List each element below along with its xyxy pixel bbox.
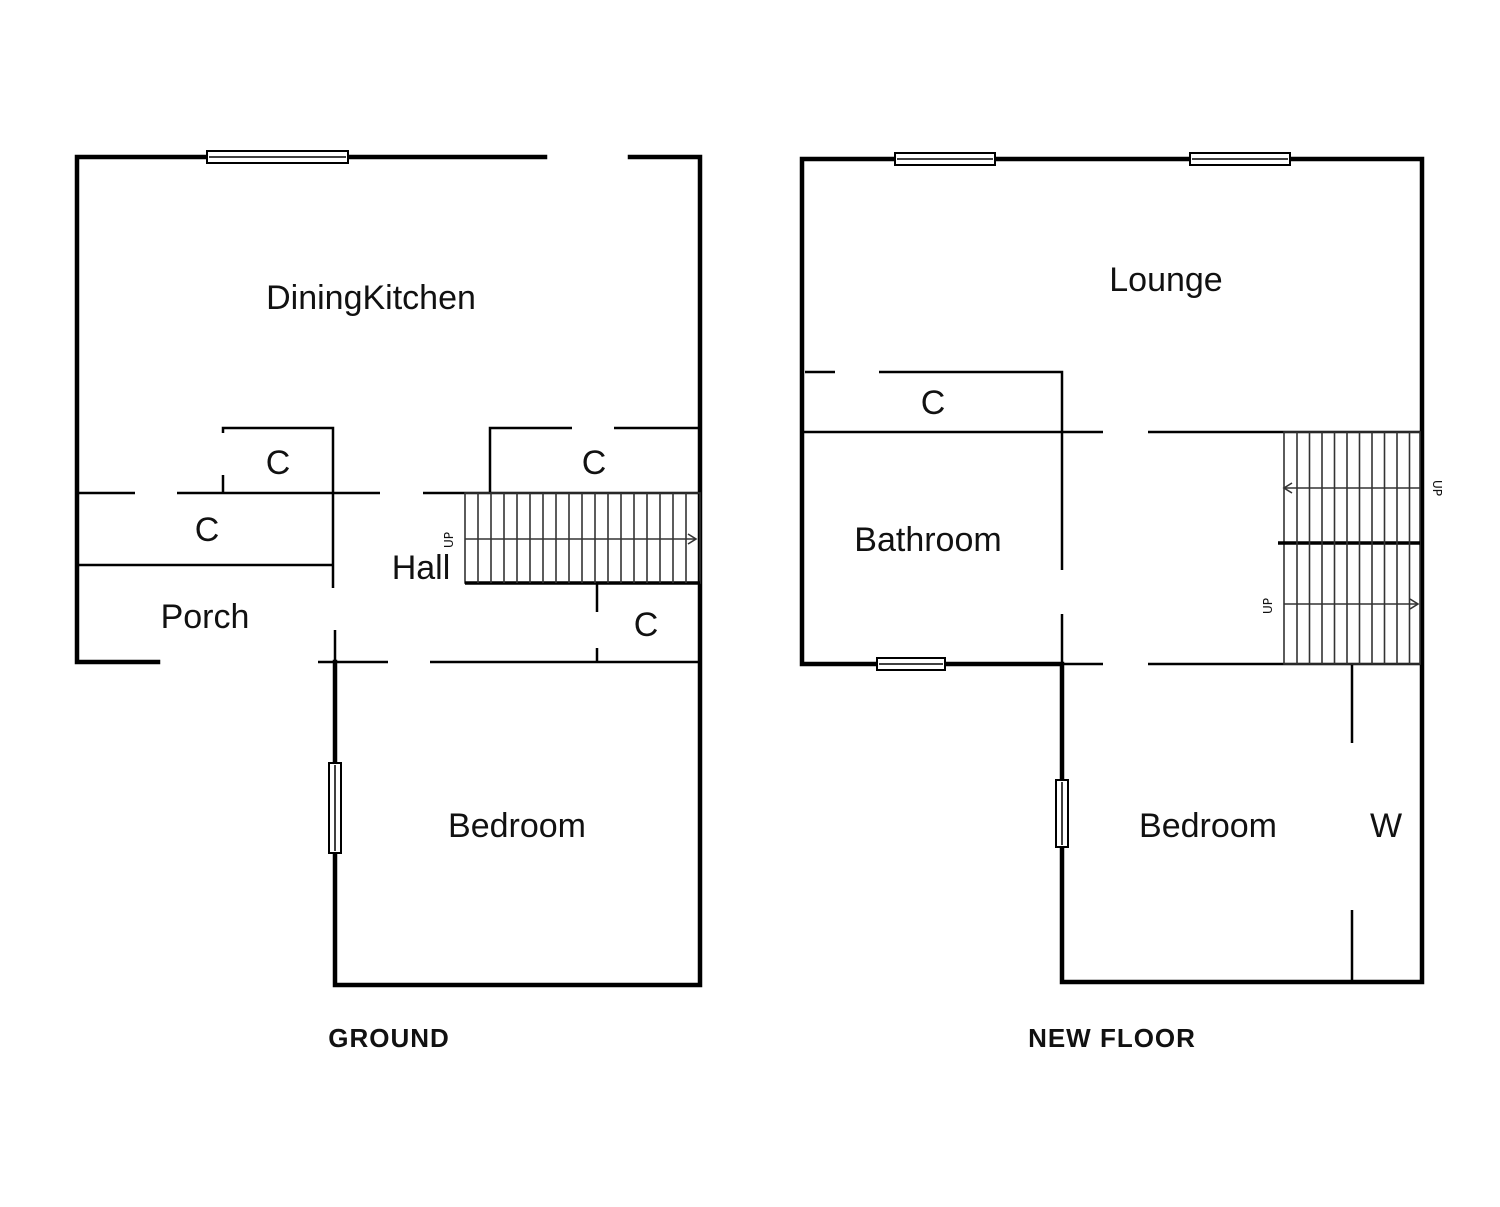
- room-label-bathroom: Bathroom: [854, 521, 1001, 559]
- new-floor-outer-walls: [799, 156, 1425, 985]
- room-label-wardrobe: W: [1370, 807, 1402, 845]
- room-label-porch: Porch: [161, 598, 250, 636]
- room-label-hall: Hall: [392, 549, 451, 587]
- floor-title-ground: GROUND: [328, 1023, 450, 1053]
- room-label-cupboard: C: [266, 444, 291, 482]
- room-label-lounge: Lounge: [1109, 261, 1222, 299]
- room-label-cupboard: C: [582, 444, 607, 482]
- room-label-bedroom: Bedroom: [1139, 807, 1277, 845]
- new-floor-plan: UP UP Lounge C Bathroom Bedroom W NEW FL…: [799, 152, 1444, 1053]
- new-floor-internal-walls: [802, 370, 1420, 982]
- new-floor-staircase: [1278, 431, 1421, 665]
- stair-up-label: UP: [1261, 598, 1275, 614]
- ground-staircase: [464, 492, 701, 585]
- floor-title-new-floor: NEW FLOOR: [1028, 1023, 1196, 1053]
- room-label-cupboard: C: [195, 511, 220, 549]
- room-label-dining-kitchen: DiningKitchen: [266, 279, 476, 317]
- room-label-cupboard: C: [634, 606, 659, 644]
- room-label-bedroom: Bedroom: [448, 807, 586, 845]
- room-label-cupboard: C: [921, 384, 946, 422]
- ground-floor-plan: UP DiningKitchen C C C C Hall Porch Bedr…: [74, 150, 703, 1053]
- stair-up-label: UP: [1430, 480, 1444, 496]
- stair-up-label: UP: [442, 532, 456, 548]
